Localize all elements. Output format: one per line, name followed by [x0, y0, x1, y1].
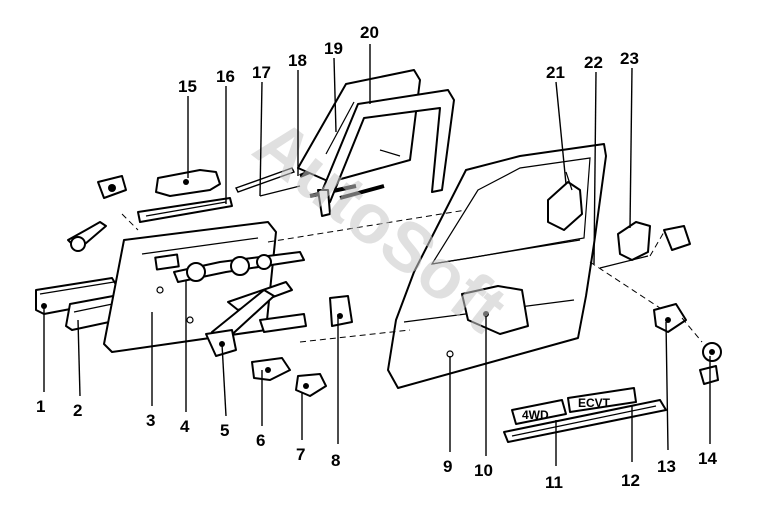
callout-5: 5: [220, 421, 229, 440]
part-18-inner-strip-c: [339, 184, 385, 200]
leader-lines: [43, 44, 711, 466]
part-5-regulator-arm: [205, 281, 307, 357]
callout-18: 18: [288, 51, 307, 70]
part-16-belt-molding: [137, 197, 233, 223]
callout-14: 14: [698, 449, 717, 468]
part-4-window-regulator: [173, 251, 305, 283]
callout-8: 8: [331, 451, 340, 470]
alignment-line-c: [299, 329, 411, 343]
alignment-line-e: [681, 317, 703, 343]
part-inner-handle-small: [97, 175, 127, 199]
part-13-lock-cylinder: [653, 303, 687, 333]
callout-9: 9: [443, 457, 452, 476]
callout-22: 22: [584, 53, 603, 72]
badge-ecvt-text: ECVT: [578, 396, 611, 410]
callout-11: 11: [545, 473, 563, 492]
part-10-outside-handle: [461, 285, 529, 335]
part-21-mirror-bracket: [547, 171, 583, 231]
part-window-crank: [67, 221, 107, 252]
part-17-weatherstrip: [235, 167, 295, 193]
callout-16: 16: [216, 67, 235, 86]
callout-12: 12: [621, 471, 640, 490]
part-3-door-trim-panel: [103, 221, 277, 353]
callout-2: 2: [73, 401, 82, 420]
callout-15: 15: [178, 77, 197, 96]
alignment-line-f: [649, 231, 665, 257]
callout-10: 10: [474, 461, 493, 480]
part-15-armrest: [155, 169, 221, 197]
callout-23: 23: [620, 49, 639, 68]
part-6-lock-actuator: [251, 357, 291, 381]
callout-1: 1: [36, 397, 45, 416]
part-23-door-latch: [599, 221, 651, 269]
part-7-latch: [295, 373, 327, 397]
callout-21: 21: [546, 63, 565, 82]
alignment-line-b: [121, 213, 139, 231]
part-14-key-cylinder: [699, 342, 722, 385]
part-17-weatherstrip-lower: [259, 185, 301, 197]
callouts: 1 2 3 4 5 6 7 8 9 10 11 12 13 14 15 16 1…: [36, 23, 717, 492]
callout-20: 20: [360, 23, 379, 42]
callout-13: 13: [657, 457, 676, 476]
callout-3: 3: [146, 411, 155, 430]
callout-19: 19: [324, 39, 343, 58]
callout-4: 4: [180, 417, 190, 436]
part-20-run-channel: [317, 89, 455, 217]
callout-17: 17: [252, 63, 271, 82]
badge-4wd-text: 4WD: [522, 408, 549, 422]
alignment-line-a: [267, 209, 467, 243]
part-11-badges: 4WD ECVT: [511, 387, 637, 425]
callout-6: 6: [256, 431, 265, 450]
callout-7: 7: [296, 445, 305, 464]
part-8-hinge: [329, 295, 353, 327]
alignment-line-d: [589, 261, 661, 309]
part-latch-clip: [663, 225, 691, 251]
